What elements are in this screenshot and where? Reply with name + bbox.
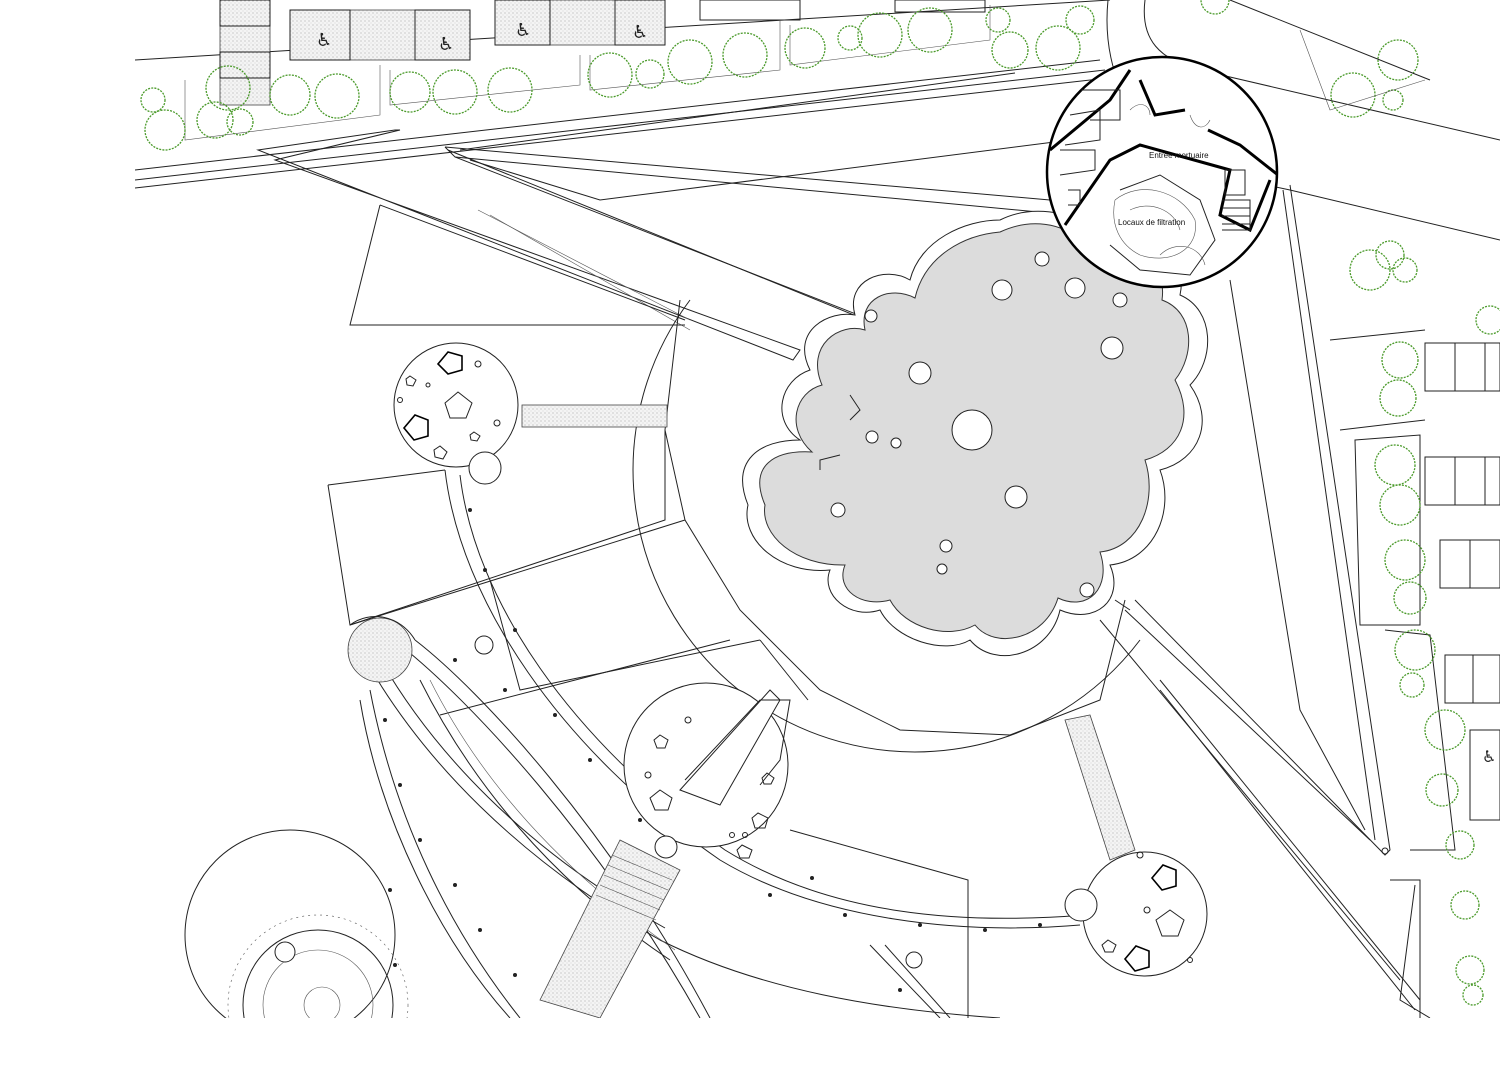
central-plaza bbox=[327, 204, 1141, 1018]
detail-lens: Entrée mortuaire Locaux de filtration bbox=[1045, 55, 1279, 289]
trees-right bbox=[1349, 240, 1500, 1006]
wheelchair-icon: ♿ bbox=[632, 22, 648, 43]
round-gardens bbox=[393, 342, 1208, 977]
parking-area-right: ♿ bbox=[1329, 329, 1500, 1018]
label-locaux-de-filtration: Locaux de filtration bbox=[1118, 218, 1185, 227]
wheelchair-icon: ♿ bbox=[438, 34, 454, 55]
label-entree-mortuaire: Entrée mortuaire bbox=[1149, 151, 1209, 160]
wheelchair-icon: ♿ bbox=[1482, 747, 1496, 766]
wheelchair-icon: ♿ bbox=[515, 20, 531, 41]
wheelchair-icon: ♿ bbox=[316, 30, 332, 51]
rotunda bbox=[184, 616, 416, 1018]
curved-paths bbox=[359, 469, 1086, 1018]
pool-basin bbox=[742, 210, 1209, 657]
trees-top bbox=[140, 0, 1419, 151]
parking-area-top: ♿ ♿ ♿ ♿ bbox=[135, 0, 1111, 189]
